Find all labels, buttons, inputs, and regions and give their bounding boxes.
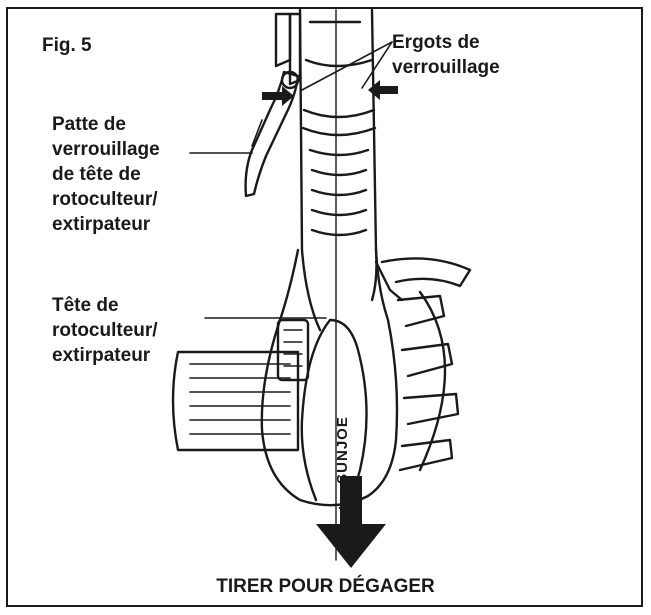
figure-caption: TIRER POUR DÉGAGER — [0, 576, 651, 598]
locking-tab — [246, 72, 298, 196]
label-locking-lugs: Ergots de verrouillage — [392, 30, 500, 80]
figure-title: Fig. 5 — [42, 33, 92, 58]
logo-text: SUNJOE — [334, 416, 351, 484]
label-locking-tab: Patte de verrouillage de tête de rotocul… — [52, 112, 160, 237]
brand-logo: SUNJOE — [312, 420, 372, 480]
label-head: Tête de rotoculteur/ extirpateur — [52, 293, 158, 368]
